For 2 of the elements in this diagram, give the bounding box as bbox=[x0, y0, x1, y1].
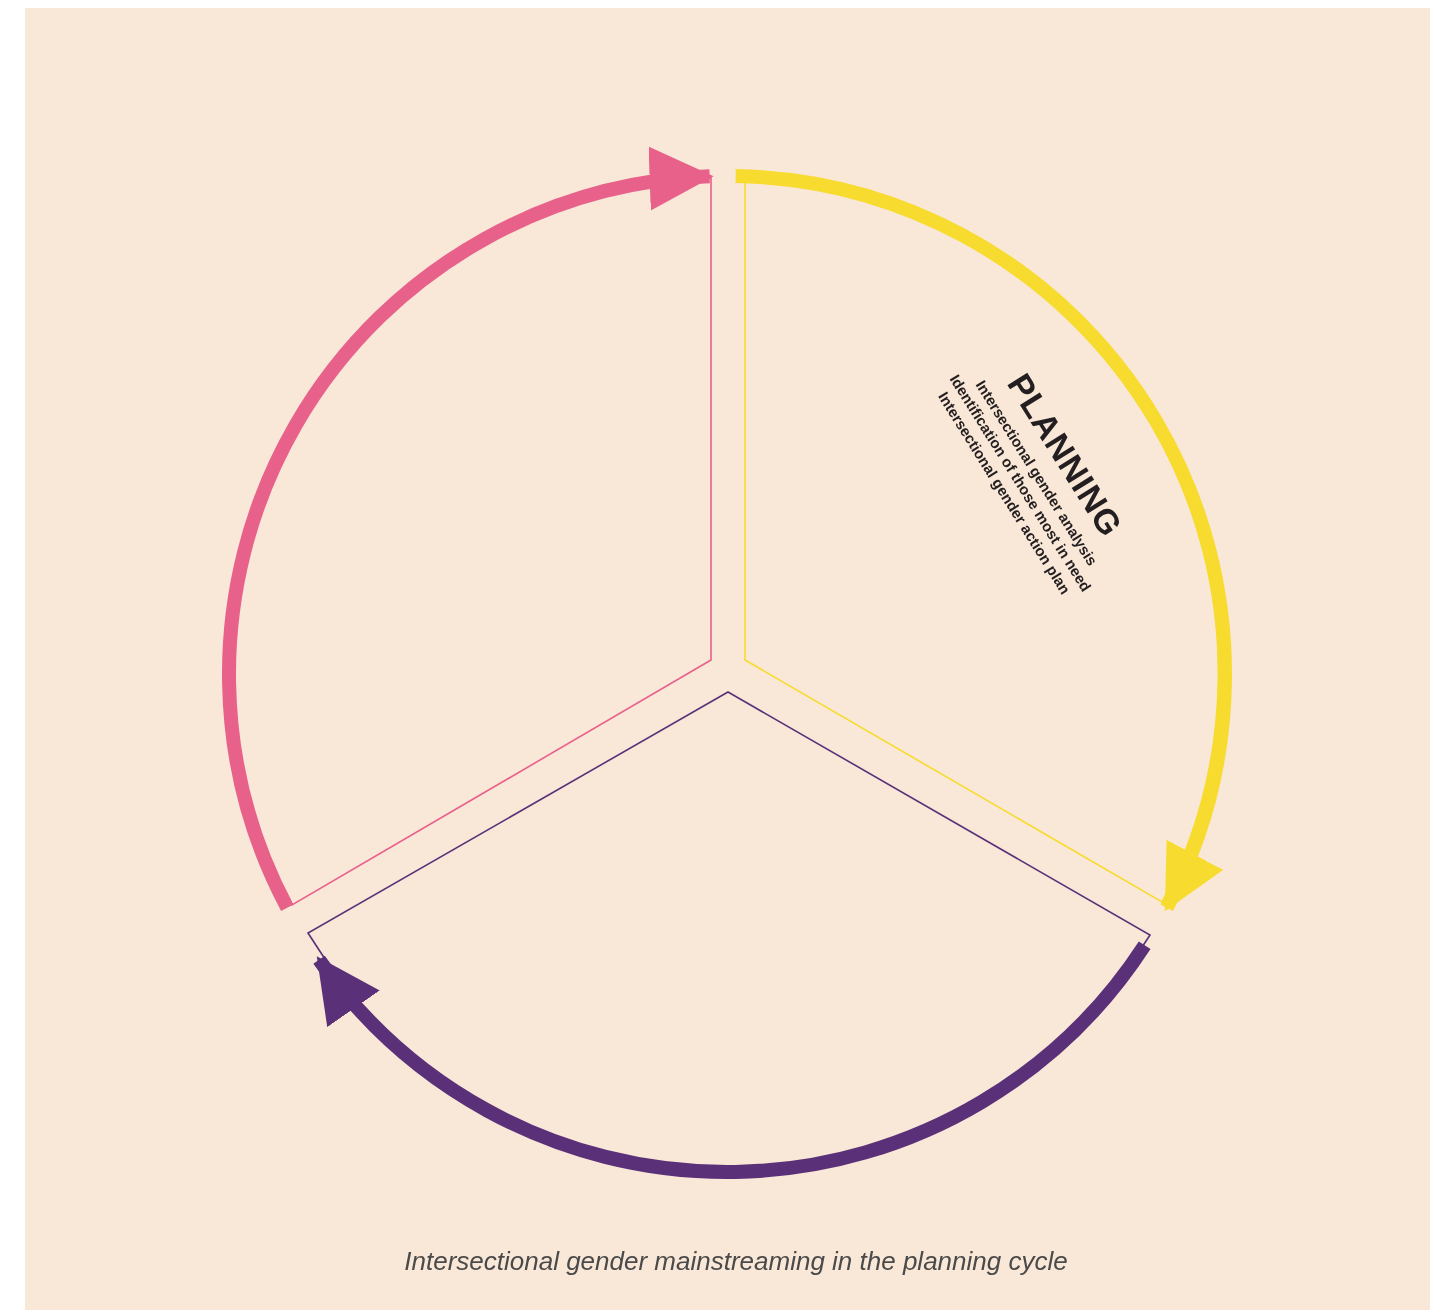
cycle-arrow bbox=[313, 941, 1151, 1179]
caption: Intersectional gender mainstreaming in the planning cycle bbox=[404, 1245, 1068, 1278]
